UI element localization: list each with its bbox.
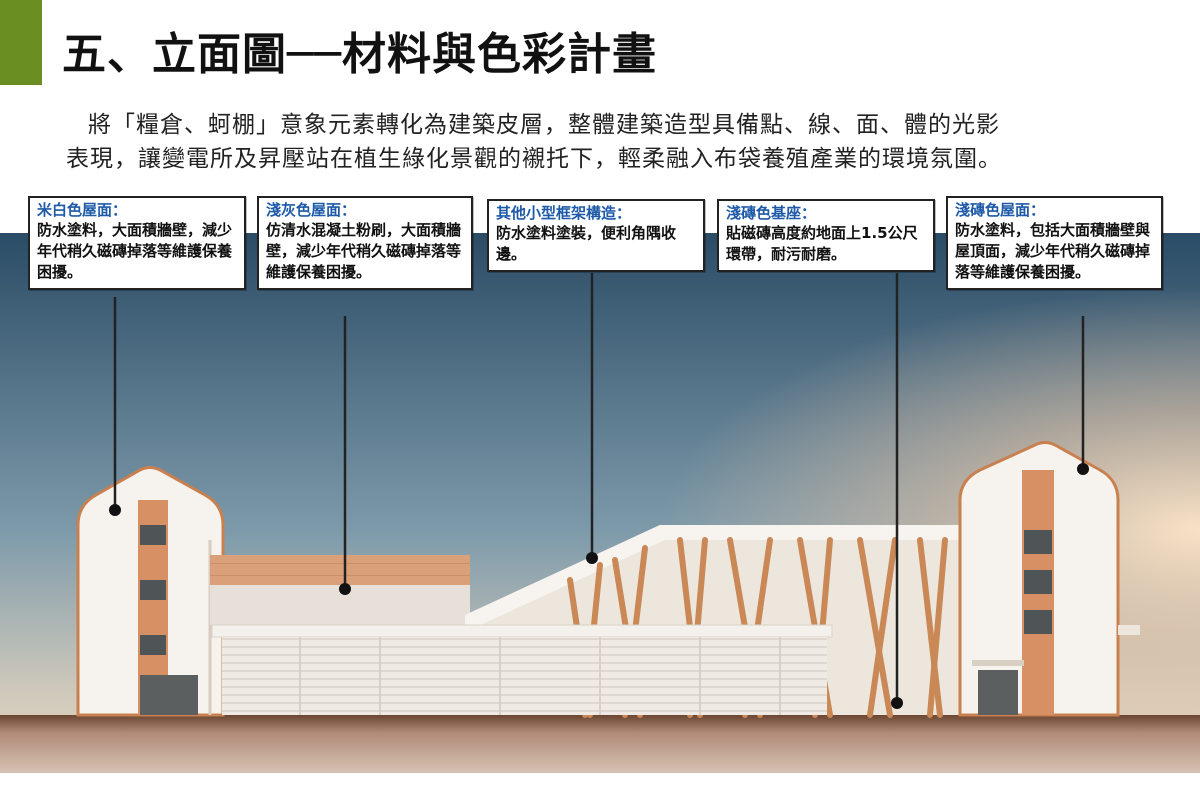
callout-body: 貼磁磚高度約地面上1.5公尺環帶，耐污耐磨。	[726, 224, 918, 263]
callout-title: 其他小型框架構造：	[496, 204, 632, 222]
callout-title: 米白色屋面：	[37, 201, 128, 219]
intro-line-1: 將「糧倉、蚵棚」意象元素轉化為建築皮層，整體建築造型具備點、線、面、體的光影	[88, 112, 1000, 138]
callout-body: 防水塗料，大面積牆壁，減少年代稍久磁磚掉落等維護保養困擾。	[37, 221, 233, 281]
callout-body: 仿清水混凝土粉刷，大面積牆壁，減少年代稍久磁磚掉落等維護保養困擾。	[266, 221, 462, 281]
elevation-drawing	[0, 233, 1200, 773]
callout-light-brick-base: 淺磚色基座： 貼磁磚高度約地面上1.5公尺環帶，耐污耐磨。	[717, 199, 935, 272]
callout-light-brick-roof: 淺磚色屋面： 防水塗料，包括大面積牆壁與屋頂面，減少年代稍久磁磚掉落等維護保養困…	[946, 196, 1163, 290]
callout-title: 淺磚色基座：	[726, 204, 817, 222]
intro-paragraph: 將「糧倉、蚵棚」意象元素轉化為建築皮層，整體建築造型具備點、線、面、體的光影 表…	[66, 108, 1178, 176]
callout-light-gray-roof: 淺灰色屋面： 仿清水混凝土粉刷，大面積牆壁，減少年代稍久磁磚掉落等維護保養困擾。	[257, 196, 473, 290]
title-accent-bar	[0, 0, 42, 85]
callout-body: 防水塗料，包括大面積牆壁與屋頂面，減少年代稍久磁磚掉落等維護保養困擾。	[955, 221, 1151, 281]
callout-body: 防水塗料塗裝，便利角隅收邊。	[496, 224, 677, 263]
page-title: 五、立面圖──材料與色彩計畫	[62, 29, 657, 80]
callout-title: 淺磚色屋面：	[955, 201, 1046, 219]
callout-small-frame-structure: 其他小型框架構造： 防水塗料塗裝，便利角隅收邊。	[487, 199, 705, 272]
callout-title: 淺灰色屋面：	[266, 201, 357, 219]
intro-line-2: 表現，讓變電所及昇壓站在植生綠化景觀的襯托下，輕柔融入布袋養殖產業的環境氛圍。	[66, 146, 1002, 172]
callout-beige-roof: 米白色屋面： 防水塗料，大面積牆壁，減少年代稍久磁磚掉落等維護保養困擾。	[28, 196, 246, 290]
